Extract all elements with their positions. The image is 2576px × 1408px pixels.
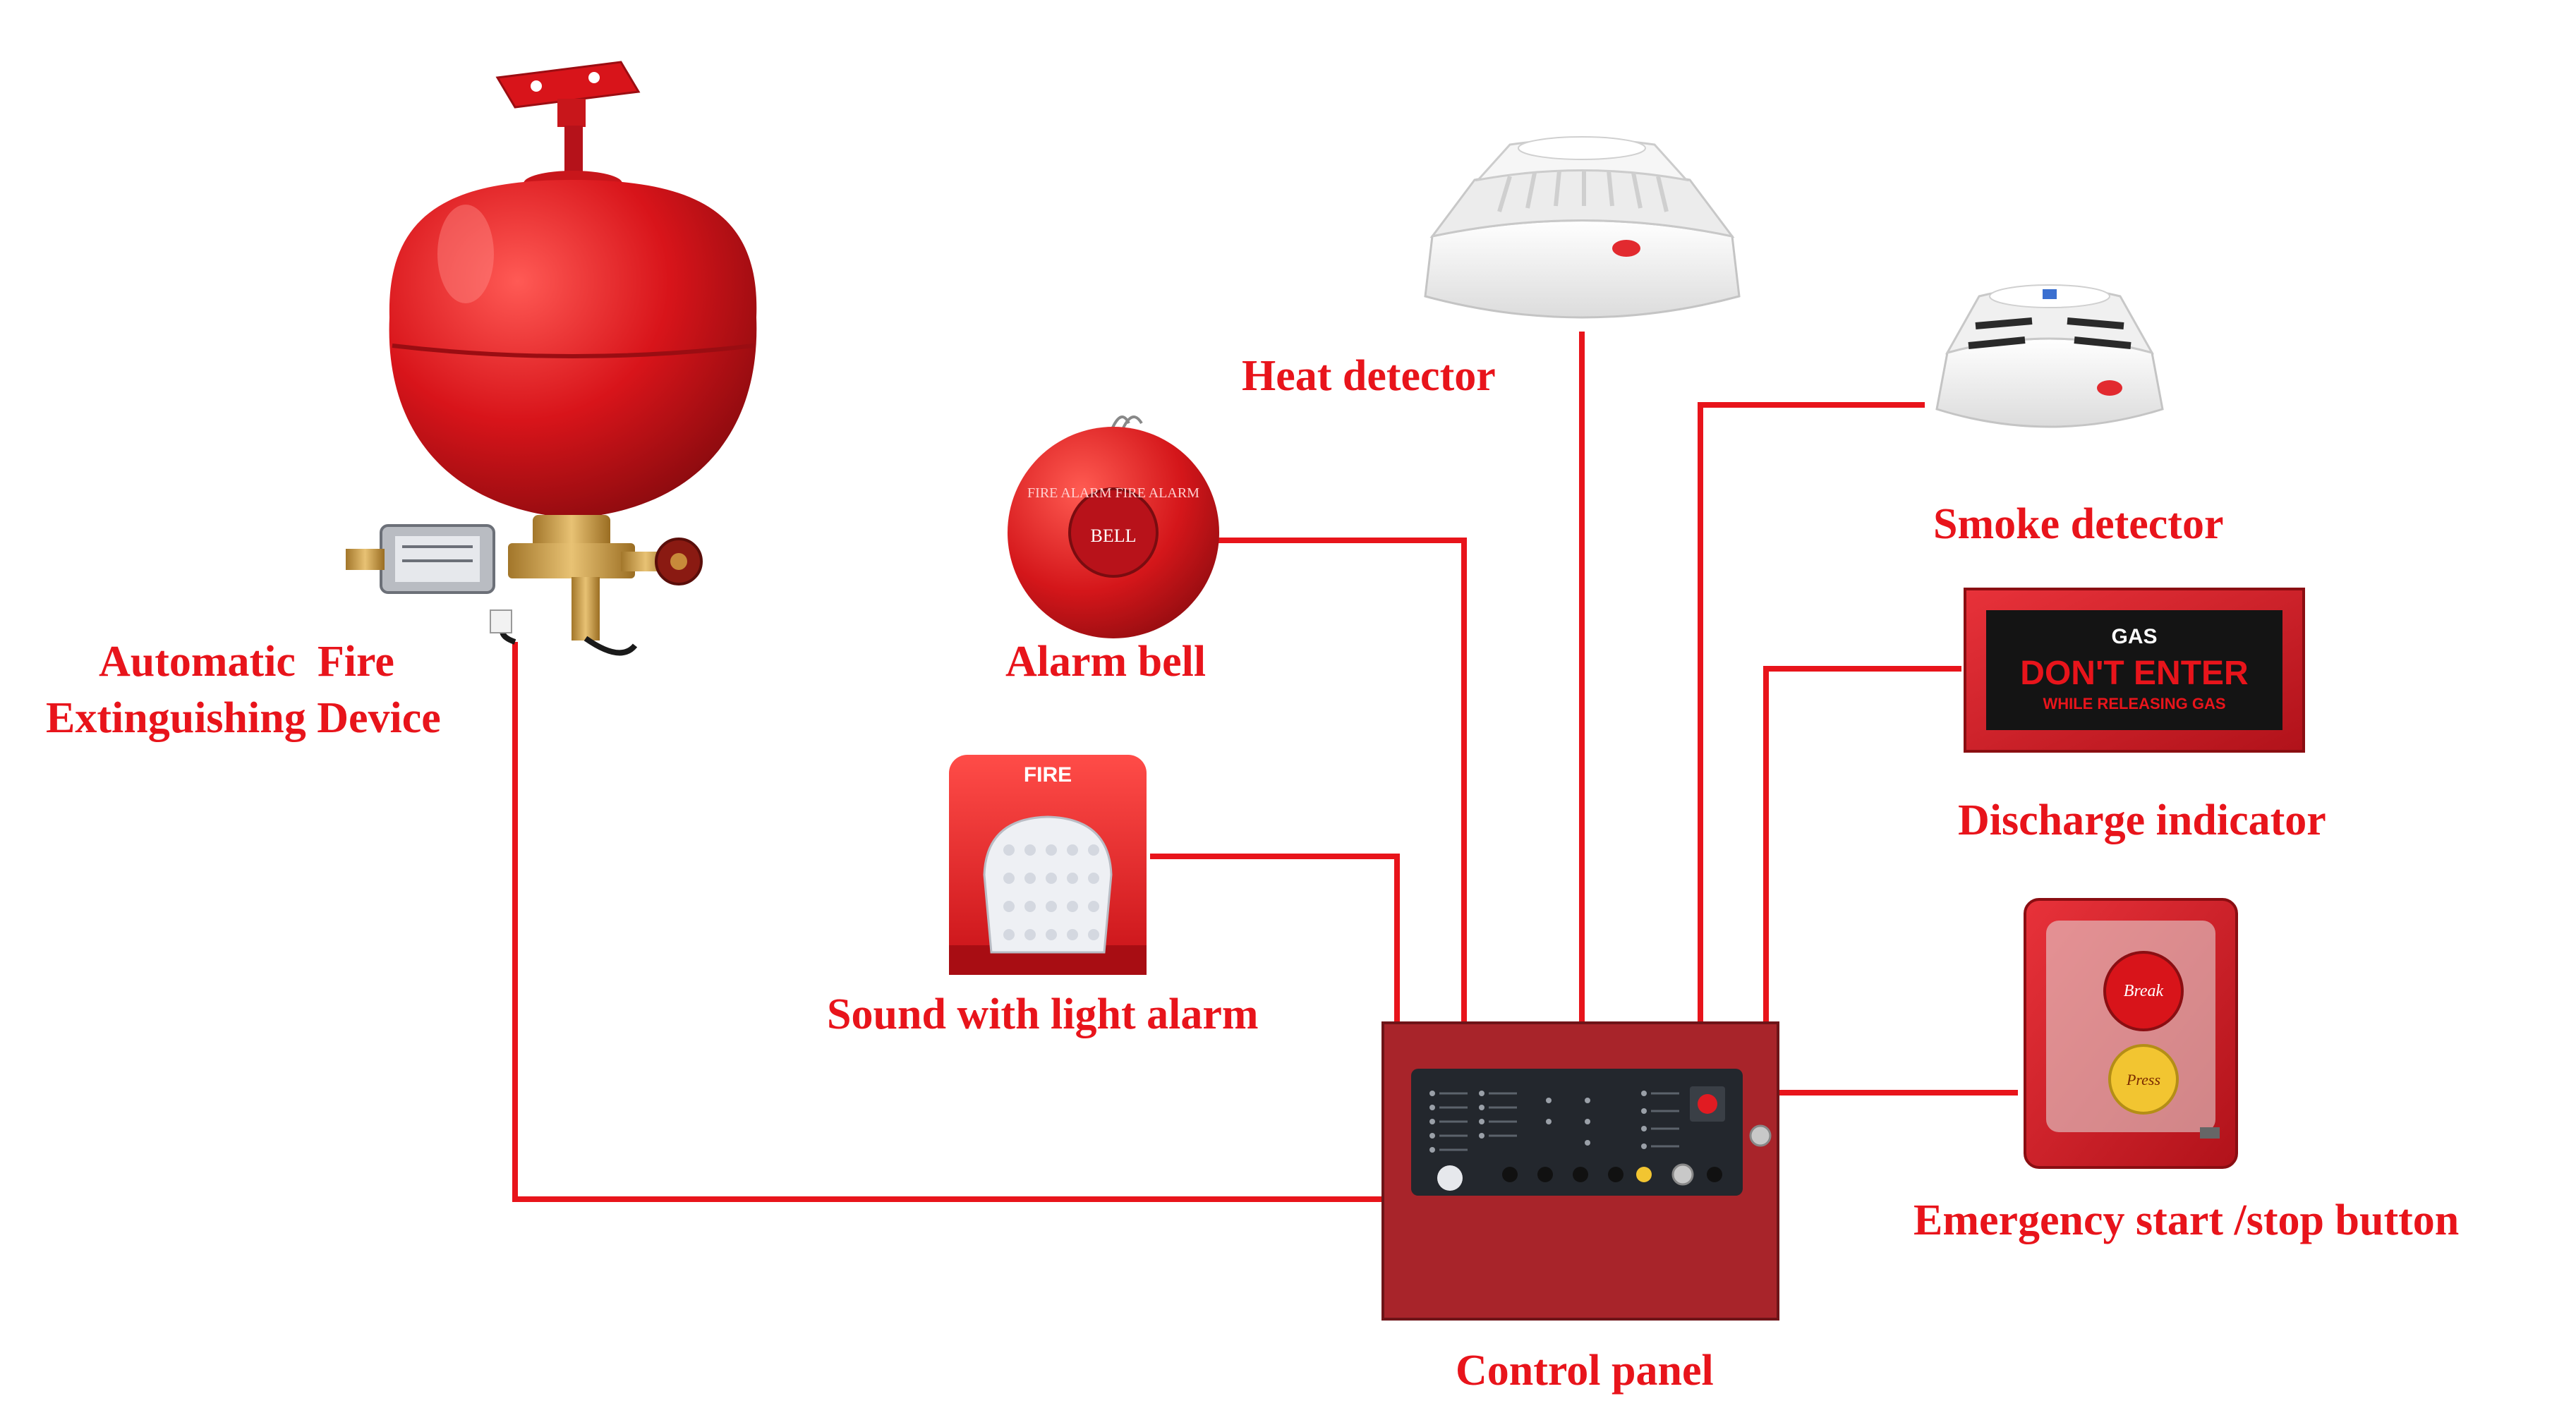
wire-smoke-detector — [1698, 402, 1925, 1023]
strobe-fire-text: FIRE — [1024, 763, 1072, 787]
button-top-text: Break — [2124, 982, 2164, 1000]
heat-detector-device — [1424, 136, 1741, 319]
label-control-panel: Control panel — [1456, 1347, 1714, 1395]
extinguisher-device — [346, 61, 757, 656]
label-emergency-button: Emergency start /stop button — [1913, 1196, 2460, 1244]
bell-face-text: BELL — [1091, 526, 1137, 546]
wire-discharge-indicator — [1763, 666, 1961, 1023]
label-sound-light-alarm: Sound with light alarm — [827, 990, 1259, 1038]
label-alarm-bell: Alarm bell — [1005, 638, 1207, 686]
sign-sub-text: WHILE RELEASING GAS — [2043, 695, 2225, 712]
label-heat-detector: Heat detector — [1242, 352, 1496, 400]
control-panel-device — [1381, 1021, 1779, 1321]
discharge-indicator-device: GAS DON'T ENTER WHILE RELEASING GAS — [1964, 588, 2305, 753]
label-discharge-indicator: Discharge indicator — [1958, 796, 2326, 844]
label-extinguisher-line1: Automatic Fire — [99, 638, 394, 686]
wire-extinguisher — [512, 642, 1383, 1202]
button-bottom-text: Press — [2126, 1071, 2160, 1088]
bell-ring-text: FIRE ALARM FIRE ALARM — [1027, 485, 1199, 501]
wire-sound-light-alarm — [1150, 854, 1400, 1023]
wire-alarm-bell — [1207, 538, 1467, 1023]
connection-wires — [512, 332, 2018, 1202]
sound-light-alarm-device: FIRE — [949, 755, 1147, 975]
sign-main-text: DON'T ENTER — [2020, 655, 2248, 692]
label-smoke-detector: Smoke detector — [1933, 500, 2224, 548]
smoke-detector-device — [1935, 284, 2164, 428]
alarm-bell-device: BELL FIRE ALARM FIRE ALARM — [1008, 415, 1219, 638]
label-extinguisher-line2: Extinguishing Device — [46, 694, 441, 742]
sign-gas-text: GAS — [2111, 625, 2157, 648]
emergency-button-device: Break Press — [2024, 898, 2238, 1169]
